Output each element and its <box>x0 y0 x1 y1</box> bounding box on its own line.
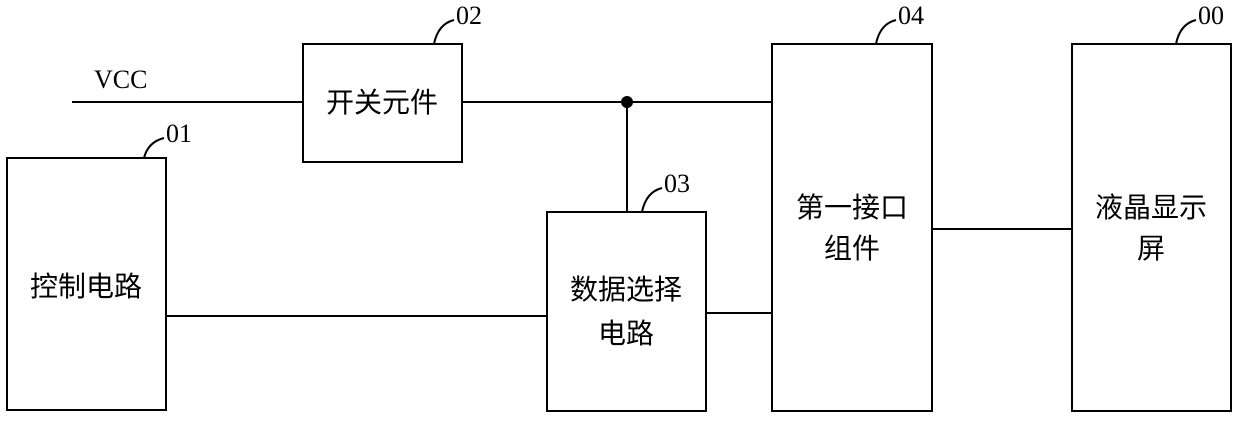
first-interface-block: 第一接口 组件 04 <box>772 1 932 411</box>
data-select-label-line-2: 电路 <box>598 317 654 350</box>
switch-element-leader <box>434 20 454 44</box>
data-select-label-line-1: 数据选择 <box>570 273 682 306</box>
lcd-screen-label-line-1: 液晶显示 <box>1095 191 1207 224</box>
switch-element-block: 开关元件 02 <box>303 1 482 162</box>
first-interface-box <box>772 44 932 411</box>
data-select-box <box>547 212 706 411</box>
control-circuit-label: 控制电路 <box>30 270 142 303</box>
data-select-leader <box>642 188 662 212</box>
first-interface-label-line-2: 组件 <box>824 232 880 265</box>
data-select-tag: 03 <box>664 169 690 198</box>
switch-element-tag: 02 <box>456 1 482 30</box>
first-interface-label-line-1: 第一接口 <box>796 191 908 224</box>
control-circuit-block: 控制电路 01 <box>7 119 192 410</box>
vcc-label: VCC <box>94 65 147 94</box>
lcd-screen-box <box>1072 44 1231 411</box>
control-circuit-leader <box>144 138 164 158</box>
switch-element-label: 开关元件 <box>326 86 438 119</box>
first-interface-leader <box>876 20 896 44</box>
first-interface-tag: 04 <box>898 1 924 30</box>
lcd-screen-block: 液晶显示 屏 00 <box>1072 1 1231 411</box>
junction-dot <box>621 96 633 108</box>
lcd-screen-label-line-2: 屏 <box>1137 232 1165 265</box>
control-circuit-tag: 01 <box>166 119 192 148</box>
lcd-screen-tag: 00 <box>1198 1 1224 30</box>
lcd-screen-leader <box>1176 20 1196 44</box>
